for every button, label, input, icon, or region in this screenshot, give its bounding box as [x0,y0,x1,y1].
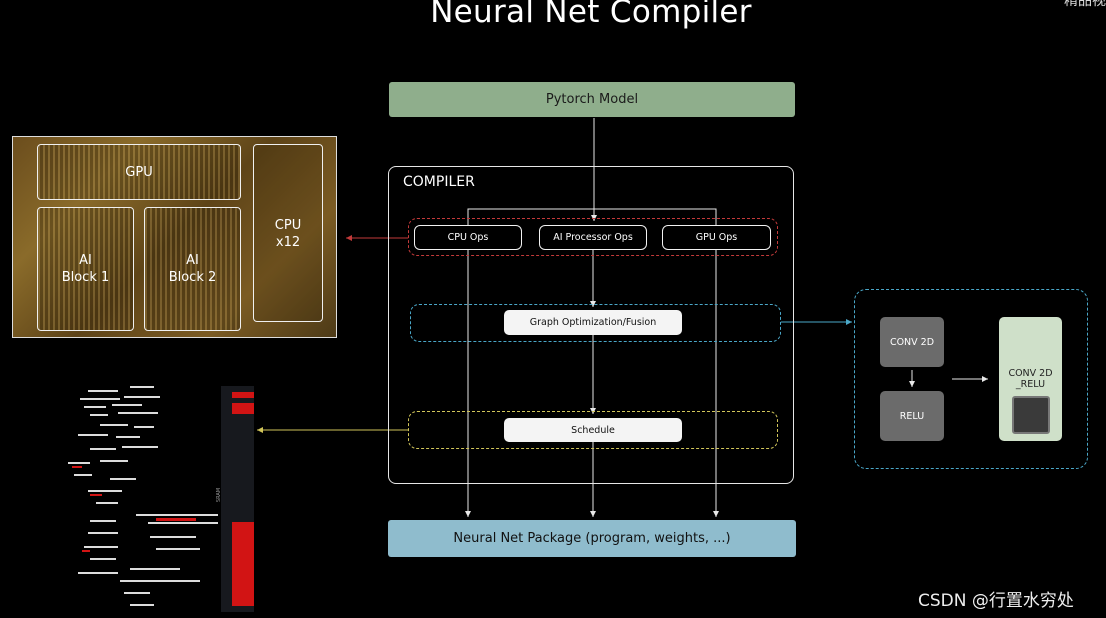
chip-cpu-line1: CPU [274,218,302,233]
memory-segment-3 [232,522,254,606]
neural-net-package-box: Neural Net Package (program, weights, ..… [388,520,796,557]
line-branch-top [467,208,717,225]
memory-usage-bar [221,386,254,612]
schedule-graph-image [68,386,218,606]
relu-node: RELU [880,391,944,441]
chip-cpu-line2: x12 [275,235,301,250]
schedule-node: Schedule [504,418,682,442]
fused-conv2d-relu-node: CONV 2D _RELU [999,317,1062,441]
memory-segment-1 [232,392,254,398]
chip-icon [1011,396,1050,434]
ai-processor-ops-node: AI Processor Ops [539,225,647,250]
schedule-group [408,411,778,449]
chip-die-image: GPU AI Block 1 AI Block 2 CPU x12 [12,136,337,338]
cpu-ops-node: CPU Ops [414,225,522,250]
ops-group [408,218,778,256]
chip-gpu-label: GPU [125,164,153,180]
chip-ai-block-2-line1: AI [186,253,199,268]
fused-node-line2: _RELU [1015,379,1046,390]
compiler-label: COMPILER [403,174,475,190]
chip-cpu-block: CPU x12 [253,144,323,322]
memory-bar-label: SRAM [216,487,223,503]
corner-text: 精品视 [1064,0,1106,9]
chip-ai-block-1-line1: AI [79,253,92,268]
fused-node-line1: CONV 2D [1008,368,1053,379]
chip-ai-block-1-line2: Block 1 [61,270,110,285]
watermark: CSDN @行置水穷处 [918,591,1074,611]
chip-ai-block-2: AI Block 2 [144,207,241,331]
graph-optimization-node: Graph Optimization/Fusion [504,310,682,335]
chip-ai-block-2-line2: Block 2 [168,270,217,285]
compiler-frame [388,166,794,484]
graph-optimization-group [410,304,781,342]
conv2d-node: CONV 2D [880,317,944,367]
chip-ai-block-1: AI Block 1 [37,207,134,331]
fusion-example-frame [854,289,1088,469]
gpu-ops-node: GPU Ops [662,225,771,250]
memory-segment-2 [232,403,254,414]
pytorch-model-box: Pytorch Model [389,82,795,117]
page-title: Neural Net Compiler [430,0,752,30]
chip-gpu-block: GPU [37,144,241,200]
